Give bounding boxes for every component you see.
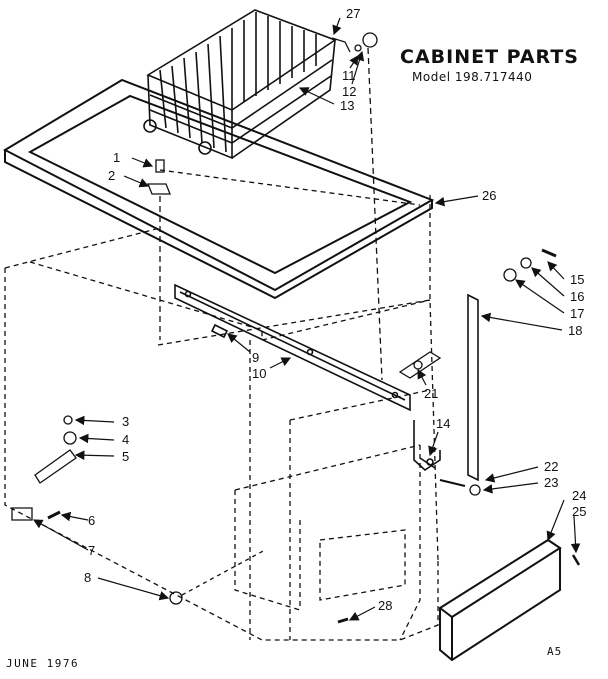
part-label-6: 6 — [88, 513, 95, 528]
hinge-bar — [174, 283, 411, 412]
part-label-9: 9 — [252, 350, 259, 365]
lid-stop-1-2 — [147, 159, 171, 340]
footer-code: A5 — [547, 645, 563, 658]
page-title: CABINET PARTS — [400, 46, 579, 68]
cabinet-outline — [4, 169, 439, 641]
block-6-7 — [11, 507, 61, 521]
wire-basket — [143, 9, 337, 160]
screw-28 — [337, 617, 349, 624]
part-label-18: 18 — [568, 323, 582, 338]
screw-group-22-23 — [439, 479, 481, 496]
part-label-16: 16 — [570, 289, 584, 304]
part-label-5: 5 — [122, 449, 129, 464]
part-label-21: 21 — [424, 386, 438, 401]
access-panel-24 — [438, 538, 581, 662]
part-label-27: 27 — [346, 6, 360, 21]
part-label-1: 1 — [113, 150, 120, 165]
leader-lines — [32, 17, 581, 621]
basket-hanger-parts — [331, 32, 383, 381]
part-label-11: 11 — [342, 68, 356, 83]
part-label-15: 15 — [570, 272, 584, 287]
part-label-26: 26 — [482, 188, 496, 203]
lid-gasket-frame — [2, 78, 435, 300]
part-label-4: 4 — [122, 432, 129, 447]
part-label-23: 23 — [544, 475, 558, 490]
leveling-leg-8 — [169, 549, 266, 605]
part-label-12: 12 — [342, 84, 356, 99]
part-label-14: 14 — [436, 416, 450, 431]
part-label-17: 17 — [570, 306, 584, 321]
part-label-8: 8 — [84, 570, 91, 585]
part-label-24: 24 — [572, 488, 586, 503]
model-number: Model 198.717440 — [412, 70, 533, 84]
part-label-25: 25 — [572, 504, 586, 519]
part-label-3: 3 — [122, 414, 129, 429]
drain-parts-3-5 — [34, 415, 77, 484]
trim-strip-18 — [467, 293, 479, 482]
part-label-28: 28 — [378, 598, 392, 613]
bracket-14 — [413, 420, 441, 472]
part-label-10: 10 — [252, 366, 266, 381]
part-label-13: 13 — [340, 98, 354, 113]
screw-group-15-17 — [503, 248, 557, 282]
part-labels: 1 2 3 4 5 6 7 8 9 10 11 12 13 14 15 16 1… — [84, 6, 586, 613]
part-label-2: 2 — [108, 168, 115, 183]
part-label-7: 7 — [88, 543, 95, 558]
footer-date: JUNE 1976 — [6, 657, 80, 670]
part-label-22: 22 — [544, 459, 558, 474]
